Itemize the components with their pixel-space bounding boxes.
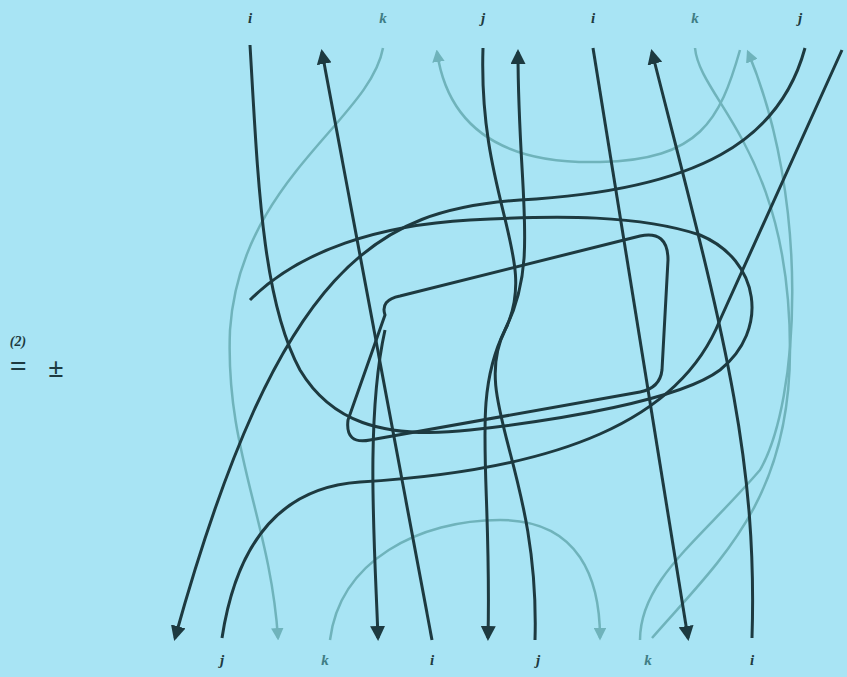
dark-strand — [373, 330, 385, 638]
equation-tag: (2) — [10, 335, 26, 349]
strand-index: i — [430, 653, 434, 668]
dark-strand — [222, 50, 842, 638]
strand-index: j — [220, 653, 224, 668]
strand-index: k — [691, 11, 699, 26]
strand-index: k — [644, 653, 652, 668]
strand-index: k — [321, 653, 329, 668]
light-strand — [230, 48, 383, 638]
strand-index: j — [798, 11, 802, 26]
dark-strand — [652, 52, 753, 638]
dark-strand — [175, 48, 805, 638]
strand-index: k — [379, 11, 387, 26]
dark-loop — [348, 235, 668, 441]
sign-symbol: ± — [48, 354, 63, 382]
strand-index: j — [536, 653, 540, 668]
strand-index: i — [591, 11, 595, 26]
light-strand — [330, 520, 600, 640]
dark-strand — [495, 52, 535, 640]
strand-index: i — [750, 653, 754, 668]
strand-index: i — [248, 11, 252, 26]
dark-strand — [322, 52, 432, 640]
dark-strands — [175, 45, 842, 640]
strand-index: j — [481, 11, 485, 26]
equals-sign: = — [9, 351, 26, 381]
dark-strand — [250, 45, 752, 433]
